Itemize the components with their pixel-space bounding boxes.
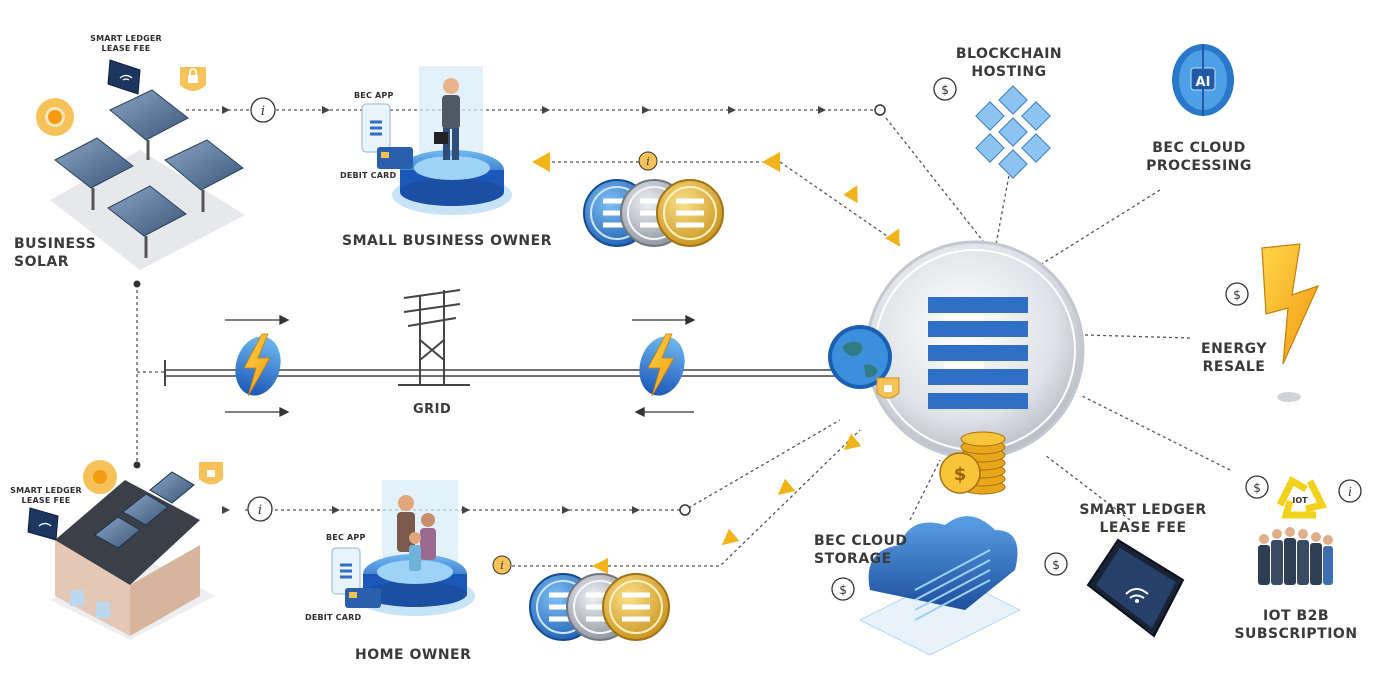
iot-b2b-subscription-label: IOT B2B SUBSCRIPTION xyxy=(1234,608,1358,642)
grid-direction-arrows xyxy=(225,314,696,418)
lock-icon xyxy=(180,67,206,91)
info-icon: i xyxy=(638,151,658,171)
small-business-owner-illustration xyxy=(392,66,512,215)
home-illustration xyxy=(50,471,215,640)
dollar-icon: $ xyxy=(1245,475,1269,499)
junction-dot-top xyxy=(133,280,141,288)
debit-card-bottom-label: DEBIT CARD xyxy=(305,613,362,622)
svg-text:i: i xyxy=(261,104,265,119)
coin-icon xyxy=(656,179,724,247)
bec-app-phone-bottom xyxy=(331,547,361,595)
flow-node-bottom xyxy=(679,504,691,516)
info-icon: i xyxy=(250,97,276,123)
flow-arrowheads xyxy=(222,106,826,514)
bec-cloud-storage-label: BEC CLOUD STORAGE xyxy=(814,533,908,567)
debit-card-bottom xyxy=(345,588,381,608)
bec-app-phone-top xyxy=(361,103,391,153)
lightning-icon xyxy=(639,333,685,397)
info-icon: i xyxy=(492,555,512,575)
dollar-icon: $ xyxy=(1225,282,1249,306)
energy-bolt-icon xyxy=(1261,243,1320,402)
sun-icon xyxy=(36,98,74,136)
smart-ledger-tablet-right xyxy=(1086,538,1185,638)
svg-text:$: $ xyxy=(954,464,967,485)
grid-label: GRID xyxy=(413,402,452,417)
iot-badge-text: IOT xyxy=(1292,496,1308,505)
bec-logo xyxy=(928,297,1028,409)
svg-text:$: $ xyxy=(1233,288,1241,302)
line-top-to-hub xyxy=(885,117,991,251)
dollar-icon: $ xyxy=(831,577,855,601)
dollar-icon: $ xyxy=(933,77,957,101)
svg-text:i: i xyxy=(500,559,504,572)
sun-icon xyxy=(83,460,117,494)
smart-ledger-top-label: SMART LEDGER LEASE FEE xyxy=(90,34,162,53)
smart-ledger-device-top xyxy=(107,59,141,95)
line-energy-resale xyxy=(1084,334,1191,339)
lock-icon xyxy=(199,462,223,485)
blockchain-cubes-icon xyxy=(975,85,1051,179)
bec-hub xyxy=(865,240,1085,460)
globe-icon xyxy=(828,325,892,389)
ai-brain-icon xyxy=(1172,44,1234,116)
ai-badge-text: AI xyxy=(1196,75,1211,90)
lightning-icon xyxy=(235,333,281,397)
line-iot xyxy=(1079,394,1231,471)
info-icon: i xyxy=(247,496,273,522)
lock-icon xyxy=(876,377,900,399)
info-icon: i xyxy=(1338,479,1362,503)
smart-ledger-device-left xyxy=(27,507,59,541)
coin-stack-icon: $ xyxy=(939,431,1006,495)
energy-resale-label: ENERGY RESALE xyxy=(1201,341,1267,375)
svg-text:$: $ xyxy=(839,583,847,597)
svg-text:i: i xyxy=(646,155,650,168)
bec-cloud-processing-label: BEC CLOUD PROCESSING xyxy=(1146,140,1252,174)
grid-line xyxy=(137,360,860,386)
line-hub-to-bottom-owner xyxy=(500,429,861,567)
bec-app-top-label: BEC APP xyxy=(354,91,394,100)
business-people-group xyxy=(1258,527,1333,585)
line-cloud-storage xyxy=(909,459,941,521)
smart-ledger-right-label: SMART LEDGER LEASE FEE xyxy=(1079,502,1207,536)
home-owner-label: HOME OWNER xyxy=(355,647,472,663)
svg-text:$: $ xyxy=(1253,481,1261,495)
power-pylon xyxy=(398,289,470,386)
home-owner-illustration xyxy=(355,480,475,616)
business-solar-label: BUSINESS SOLAR xyxy=(14,236,97,270)
debit-card-top xyxy=(377,147,413,169)
svg-text:i: i xyxy=(1348,485,1352,499)
line-cloud-processing xyxy=(1039,189,1161,266)
junction-dot-bottom xyxy=(133,461,141,469)
line-bottom-flow xyxy=(245,419,841,511)
blockchain-hosting-label: BLOCKCHAIN HOSTING xyxy=(955,46,1063,80)
flow-node-top xyxy=(874,104,886,116)
svg-text:$: $ xyxy=(941,83,949,97)
line-blockchain xyxy=(994,169,1011,251)
svg-text:i: i xyxy=(258,503,262,518)
debit-card-top-label: DEBIT CARD xyxy=(340,171,397,180)
gold-arrowheads xyxy=(532,152,900,574)
coin-icon xyxy=(602,573,670,641)
business-solar-illustration xyxy=(50,89,245,270)
dollar-icon: $ xyxy=(1044,552,1068,576)
small-business-owner-label: SMALL BUSINESS OWNER xyxy=(342,233,552,249)
cloud-storage-icon xyxy=(858,516,1022,656)
svg-text:$: $ xyxy=(1052,558,1060,572)
smart-ledger-left-label: SMART LEDGER LEASE FEE xyxy=(10,486,82,505)
recycle-iot-icon xyxy=(1276,476,1328,519)
bec-app-bottom-label: BEC APP xyxy=(326,533,366,542)
